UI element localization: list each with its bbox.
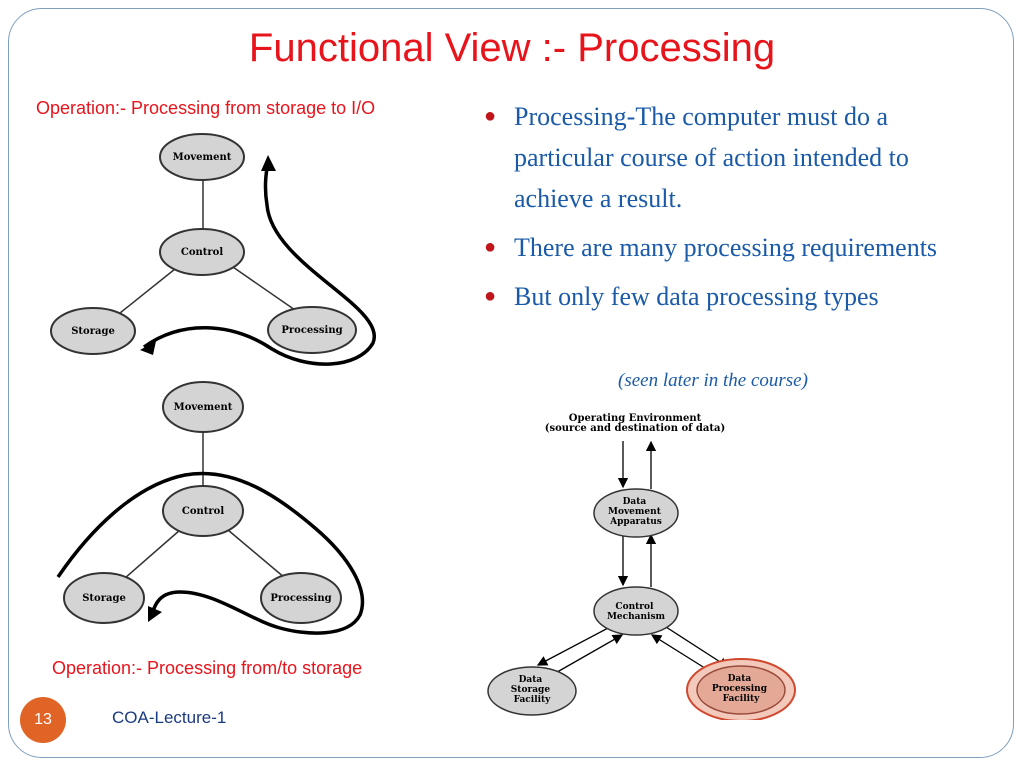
- bullet-list: ● Processing-The computer must do a parti…: [484, 96, 984, 325]
- data-movement-node: [593, 488, 679, 538]
- data-movement-label: Data Movement Apparatus: [608, 497, 664, 527]
- arrowhead-left: [148, 606, 162, 622]
- bullet-item: ● There are many processing requirements: [484, 227, 984, 268]
- processing-node: [260, 572, 342, 624]
- bullet-dot-icon: ●: [484, 236, 497, 258]
- diagram-right: Operating Environment (source and destin…: [487, 413, 796, 720]
- diagram-top: Movement Control Storage Processing: [50, 133, 377, 366]
- env-label-2: (source and destination of data): [545, 423, 725, 434]
- data-processing-node: [696, 665, 786, 715]
- control-mechanism-node: [593, 586, 679, 636]
- note-text: (seen later in the course): [618, 370, 808, 391]
- arrowhead-left: [140, 341, 156, 355]
- env-label-1: Operating Environment: [569, 413, 702, 424]
- storage-label: Storage: [82, 593, 126, 604]
- storage-node: [50, 307, 136, 355]
- caption-bottom: Operation:- Processing from/to storage: [52, 658, 363, 678]
- bullet-text: There are many processing requirements: [514, 233, 938, 262]
- movement-label: Movement: [173, 152, 232, 163]
- control-mechanism-label: Control Mechanism: [607, 602, 666, 622]
- bullet-item: ● Processing-The computer must do a parti…: [484, 96, 984, 219]
- control-label: Control: [182, 506, 224, 517]
- bullet-text: Processing-The computer must do a partic…: [514, 102, 909, 213]
- control-label: Control: [181, 247, 223, 258]
- processing-label: Processing: [270, 593, 331, 604]
- data-storage-node: [487, 666, 577, 716]
- flow-arrow-top: [142, 161, 377, 366]
- processing-label: Processing: [281, 325, 342, 336]
- control-node: [159, 228, 245, 276]
- movement-node: [162, 381, 244, 433]
- slide-title: Functional View :- Processing: [248, 26, 776, 70]
- flow-arrow-bottom: [56, 471, 365, 635]
- movement-label: Movement: [174, 402, 233, 413]
- storage-node: [63, 572, 145, 624]
- footer-text: COA-Lecture-1: [112, 708, 227, 727]
- bullet-dot-icon: ●: [484, 285, 497, 307]
- data-processing-label: Data Processing Facility: [712, 674, 770, 704]
- control-node: [162, 485, 244, 537]
- bullet-item: ● But only few data processing types: [484, 276, 984, 317]
- slide-frame: [8, 8, 1014, 758]
- movement-node: [159, 133, 245, 181]
- arrowhead-up: [261, 155, 276, 171]
- storage-label: Storage: [71, 326, 115, 337]
- slide-number-badge: 13: [20, 697, 66, 743]
- data-storage-label: Data Storage Facility: [511, 675, 553, 705]
- bullet-dot-icon: ●: [484, 105, 497, 127]
- bullet-text: But only few data processing types: [514, 282, 879, 311]
- processing-node: [267, 306, 357, 354]
- diagram-bottom: Movement Control Storage Processing: [56, 381, 365, 635]
- caption-top: Operation:- Processing from storage to I…: [36, 98, 376, 118]
